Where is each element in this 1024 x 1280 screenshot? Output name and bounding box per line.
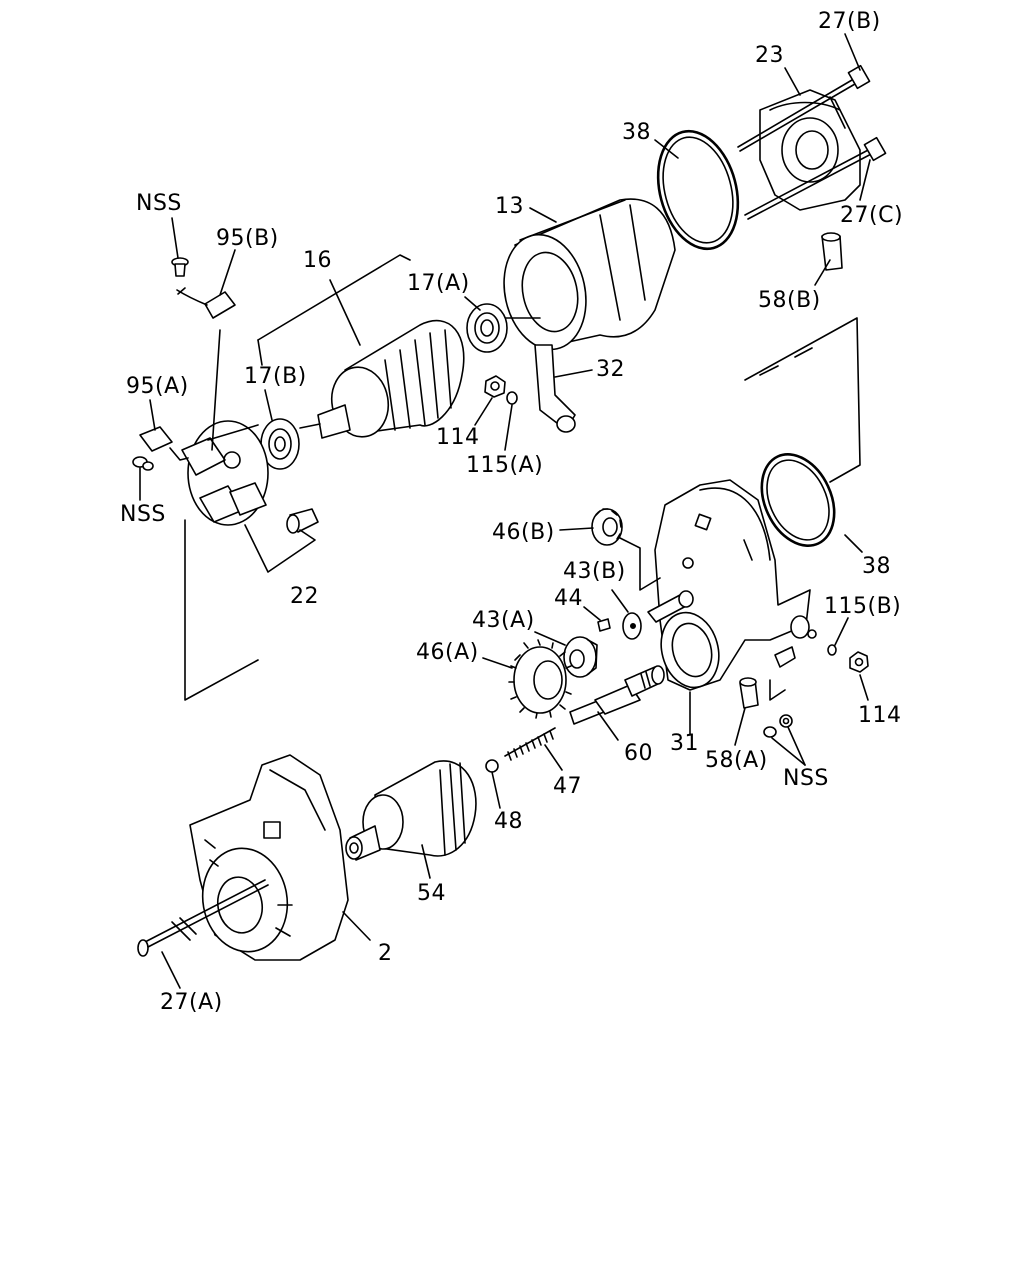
bearing-17a: [466, 303, 508, 353]
label-22: 22: [290, 584, 319, 609]
label-13: 13: [495, 194, 524, 219]
through-bolt-27c: [744, 136, 887, 220]
retainer-43a: [563, 636, 598, 678]
label-54: 54: [417, 881, 446, 906]
label-nss-left: NSS: [120, 502, 166, 527]
screw-nss-left: [132, 456, 154, 471]
armature-16: [299, 319, 465, 439]
gear-46a: [508, 639, 572, 719]
label-46a: 46(A): [416, 640, 479, 665]
label-32: 32: [596, 357, 625, 382]
o-ring-38-mid: [760, 453, 836, 547]
terminal-boot-58b: [821, 232, 843, 271]
label-95a: 95(A): [126, 374, 189, 399]
brush-95b: [176, 287, 236, 319]
label-38-top: 38: [622, 120, 651, 145]
label-46b: 46(B): [492, 520, 555, 545]
screw-nss-top: [171, 257, 189, 277]
label-38-mid: 38: [862, 554, 891, 579]
label-60: 60: [624, 741, 653, 766]
washer-115b: [827, 644, 837, 656]
ball-48: [485, 759, 499, 773]
pin-44: [597, 618, 611, 632]
label-58b: 58(B): [758, 288, 821, 313]
washer-115a: [506, 391, 518, 405]
brush-95a: [139, 426, 189, 461]
terminal-stud: [790, 615, 817, 639]
through-bolt-27b: [737, 64, 871, 152]
label-27a: 27(A): [160, 990, 223, 1015]
clip-piece: [774, 646, 796, 668]
idler-shaft: [647, 590, 694, 623]
label-27b: 27(B): [818, 9, 881, 34]
label-114-right: 114: [858, 703, 902, 728]
gear-case-31: [654, 479, 811, 691]
spring-47: [504, 727, 556, 761]
o-ring-38-top: [656, 129, 740, 251]
label-44: 44: [554, 586, 583, 611]
label-115a: 115(A): [466, 453, 543, 478]
rear-cover-23: [759, 89, 861, 211]
through-bolt-27a: [137, 879, 269, 957]
nut-114-top: [484, 375, 506, 398]
leader-lines: [139, 33, 871, 989]
yoke-13: [503, 198, 676, 351]
label-48: 48: [494, 809, 523, 834]
label-47: 47: [553, 774, 582, 799]
insulator-cap: [286, 508, 319, 534]
label-31: 31: [670, 731, 699, 756]
washer-43b: [622, 612, 642, 640]
label-23: 23: [755, 43, 784, 68]
shaft-60: [569, 665, 665, 725]
label-114-top: 114: [436, 425, 480, 450]
idler-gear-46b: [591, 508, 623, 546]
brush-holder-22: [181, 420, 269, 526]
label-17a: 17(A): [407, 271, 470, 296]
label-nss-top: NSS: [136, 191, 182, 216]
label-58a: 58(A): [705, 748, 768, 773]
label-43b: 43(B): [563, 559, 626, 584]
terminal-boot-58a: [739, 677, 759, 709]
label-nss-bottom: NSS: [783, 766, 829, 791]
label-2: 2: [378, 941, 393, 966]
label-43a: 43(A): [472, 608, 535, 633]
nut-114-right: [849, 651, 869, 673]
clutch-54: [345, 760, 477, 861]
label-17b: 17(B): [244, 364, 307, 389]
label-115b: 115(B): [824, 594, 901, 619]
label-27c: 27(C): [840, 203, 903, 228]
bearing-17b: [260, 418, 300, 470]
callout-labels: 27(B) 23 38 13 27(C) 58(B) NSS 95(B) 16 …: [120, 9, 903, 1015]
label-16: 16: [303, 248, 332, 273]
front-housing-2: [189, 754, 349, 961]
label-95b: 95(B): [216, 226, 279, 251]
screws-nss-bottom: [763, 714, 793, 738]
shift-lever-32: [534, 344, 576, 433]
